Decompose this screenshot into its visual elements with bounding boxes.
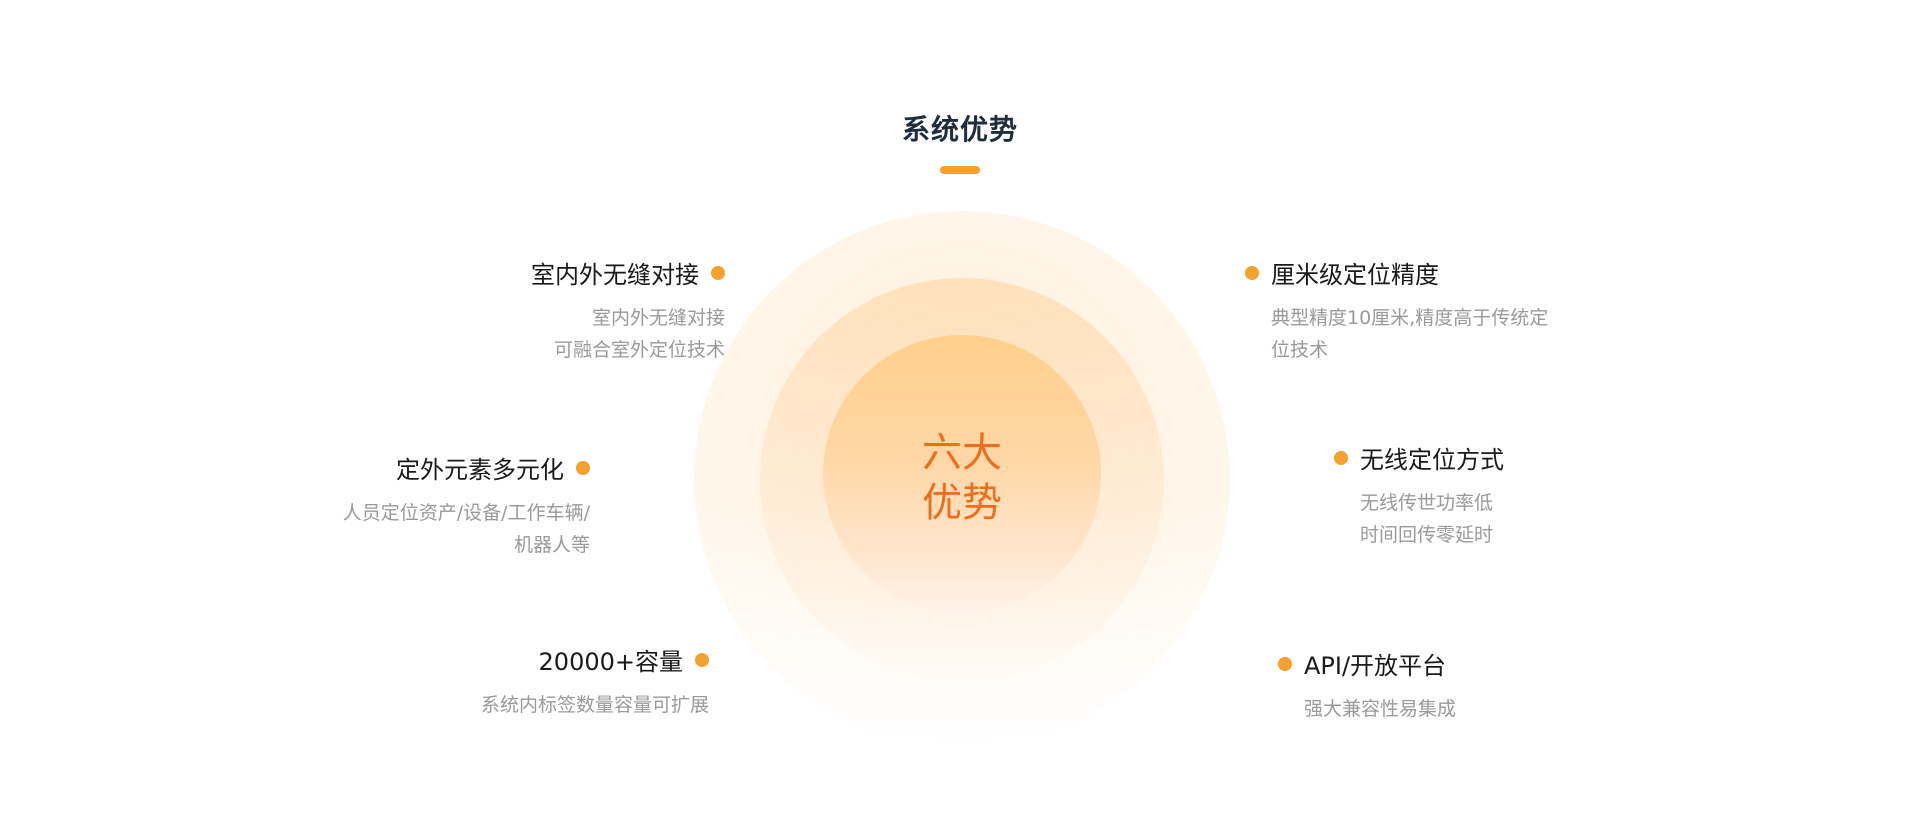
feature-description-line: 时间回传零延时 [1360,524,1494,546]
bullet-dot-icon [576,460,590,475]
feature-description-line: 室内外无缝对接 [591,307,725,329]
feature-description: 无线传世功率低 时间回传零延时 [1334,487,1504,551]
feature-description-line: 无线传世功率低 [1360,492,1494,514]
feature-header: 20000+容量 [481,642,709,677]
title-underline [940,166,980,174]
bullet-dot-icon [695,652,709,667]
feature-description-line: 典型精度10厘米,精度高于传统定 [1271,307,1549,329]
feature-description-line: 人员定位资产/设备/工作车辆/ [342,502,590,524]
feature-description-line: 机器人等 [513,534,590,556]
feature-capacity: 20000+容量 系统内标签数量容量可扩展 [481,642,709,721]
feature-title: 20000+容量 [538,648,683,676]
feature-description-line: 强大兼容性易集成 [1304,698,1457,720]
feature-header: 定外元素多元化 [343,450,590,485]
bullet-dot-icon [1334,450,1348,465]
feature-header: 无线定位方式 [1334,440,1504,475]
feature-open-api-platform: API/开放平台 强大兼容性易集成 [1278,646,1456,725]
inner-circle [823,335,1101,613]
feature-title: 室内外无缝对接 [531,261,699,289]
feature-header: API/开放平台 [1278,646,1456,681]
bullet-dot-icon [711,265,725,280]
feature-title: 定外元素多元化 [396,456,564,484]
feature-seamless-indoor-outdoor: 室内外无缝对接 室内外无缝对接 可融合室外定位技术 [531,255,725,366]
center-label: 六大 优势 [862,428,1062,528]
center-label-line2: 优势 [922,480,1002,526]
feature-description: 人员定位资产/设备/工作车辆/ 机器人等 [343,497,590,561]
feature-description-line: 系统内标签数量容量可扩展 [480,694,709,716]
feature-diverse-elements: 定外元素多元化 人员定位资产/设备/工作车辆/ 机器人等 [343,450,590,561]
feature-centimeter-precision: 厘米级定位精度 典型精度10厘米,精度高于传统定 位技术 [1245,255,1548,366]
center-label-line1: 六大 [922,430,1002,476]
feature-title: 厘米级定位精度 [1271,261,1439,289]
feature-description-line: 位技术 [1271,339,1329,361]
page-title: 系统优势 [901,113,1018,146]
feature-description-line: 可融合室外定位技术 [553,339,725,361]
feature-title: 无线定位方式 [1360,446,1504,474]
feature-description: 典型精度10厘米,精度高于传统定 位技术 [1245,302,1548,366]
bullet-dot-icon [1245,265,1259,280]
feature-wireless-positioning: 无线定位方式 无线传世功率低 时间回传零延时 [1334,440,1504,551]
feature-description: 强大兼容性易集成 [1278,693,1456,725]
feature-description: 室内外无缝对接 可融合室外定位技术 [531,302,725,366]
feature-title: API/开放平台 [1304,652,1447,680]
feature-header: 室内外无缝对接 [531,255,725,290]
feature-description: 系统内标签数量容量可扩展 [481,689,709,721]
bullet-dot-icon [1278,656,1292,671]
feature-header: 厘米级定位精度 [1245,255,1548,290]
